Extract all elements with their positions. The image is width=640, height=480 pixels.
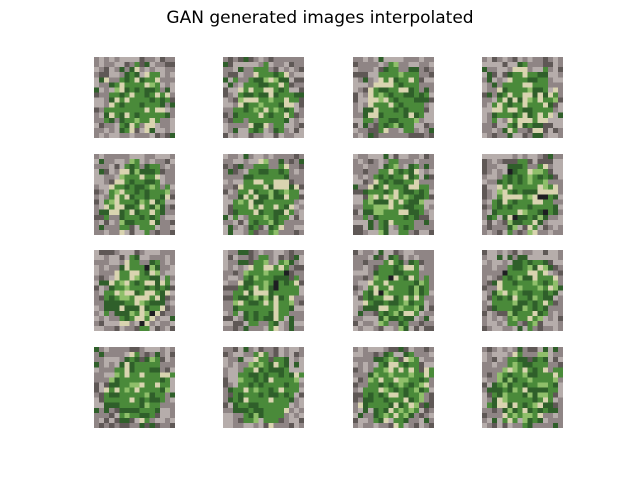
generated-image [482, 154, 563, 235]
figure-title: GAN generated images interpolated [166, 8, 474, 28]
generated-image [94, 347, 175, 428]
generated-image [223, 347, 304, 428]
generated-image [94, 250, 175, 331]
generated-image [223, 57, 304, 138]
generated-image [94, 57, 175, 138]
generated-image [482, 347, 563, 428]
generated-image [482, 250, 563, 331]
generated-image [482, 57, 563, 138]
generated-image [353, 250, 434, 331]
generated-image [353, 57, 434, 138]
generated-image [353, 154, 434, 235]
generated-image [223, 250, 304, 331]
generated-image [223, 154, 304, 235]
generated-image [94, 154, 175, 235]
generated-image [353, 347, 434, 428]
